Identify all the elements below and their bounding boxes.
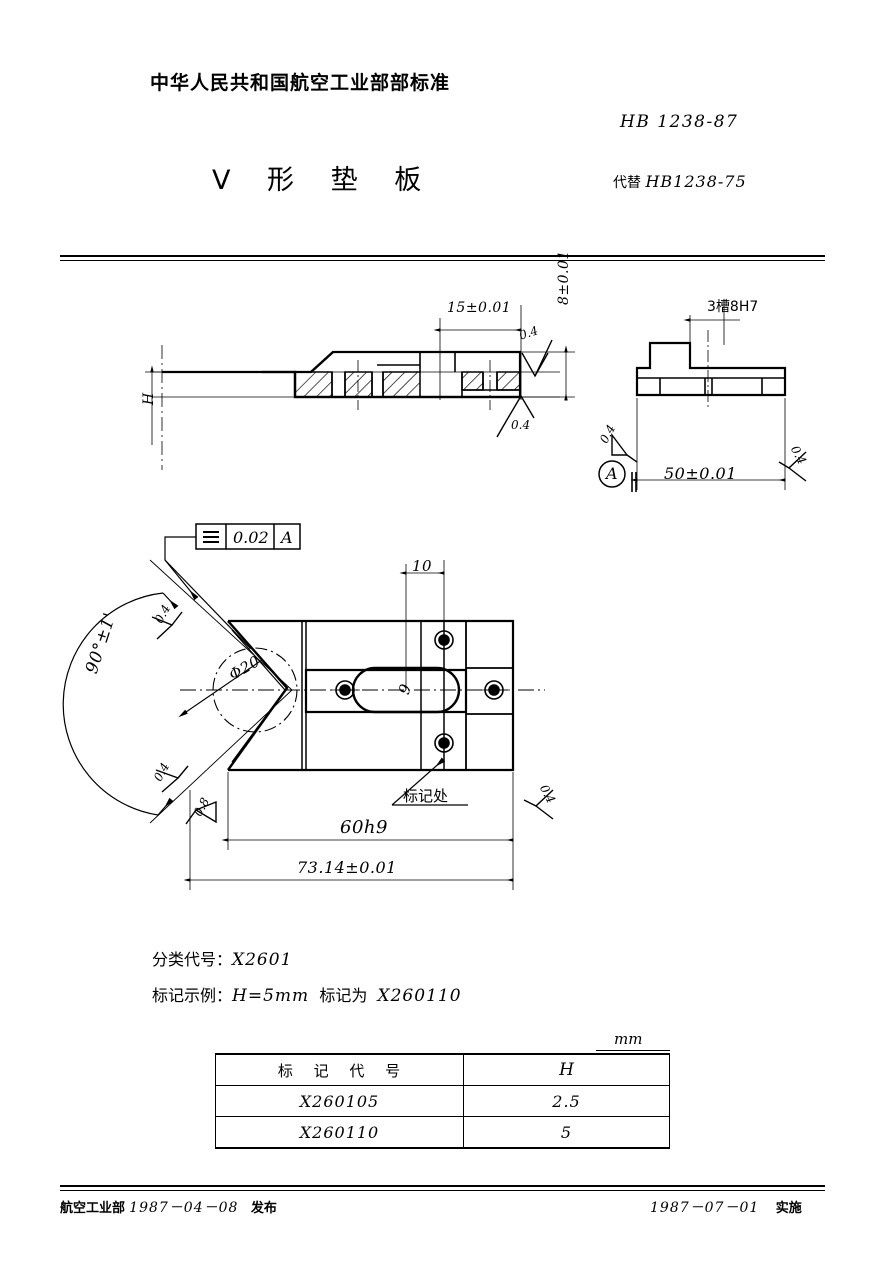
marking-example-mid: 标记为: [319, 986, 368, 1005]
classification-code-label: 分类代号：: [152, 950, 233, 969]
dim-10: 10: [412, 557, 433, 575]
table-cell-h: 2.5: [463, 1085, 670, 1117]
marking-example-value: H=5mm: [232, 986, 310, 1006]
standard-organization-heading: 中华人民共和国航空工业部部标准: [150, 72, 451, 94]
table-row: X260110 5: [215, 1116, 670, 1149]
classification-code-value: X2601: [232, 950, 293, 970]
table-cell-h: 5: [463, 1116, 670, 1149]
footer-effective-block: 1987－07－01 实施: [650, 1197, 802, 1217]
datum-label-a: A: [606, 464, 619, 483]
page-title: V 形 垫 板: [212, 165, 436, 196]
header-divider-rule: [60, 255, 825, 261]
footer-issue-date: 1987－04－08: [129, 1200, 239, 1216]
tolerance-datum: A: [281, 528, 294, 547]
replaces-label: 代替: [613, 175, 641, 191]
footer-effective-word: 实施: [775, 1201, 802, 1216]
dim-front-H: H: [141, 392, 157, 405]
note-marking-location: 标记处: [403, 787, 449, 805]
note-side-slot: 3槽8H7: [707, 299, 759, 315]
marking-example-code: X260110: [377, 986, 462, 1006]
table-unit-rule: [596, 1050, 670, 1051]
roughness-front-bottom: 0.4: [511, 418, 531, 432]
footer-effective-date: 1987－07－01: [650, 1200, 760, 1216]
table-cell-code: X260105: [215, 1085, 464, 1117]
marking-example-label: 标记示例：: [152, 986, 233, 1005]
classification-code-note: 分类代号：X2601: [152, 946, 292, 970]
footer-divider-rule: [60, 1185, 825, 1191]
dim-front-height: 8±0.01: [556, 250, 572, 305]
table-header-row: 标 记 代 号 H: [215, 1053, 670, 1086]
dim-side-width: 50±0.01: [664, 464, 737, 483]
table-header-code: 标 记 代 号: [215, 1053, 464, 1086]
tolerance-value: 0.02: [233, 528, 269, 547]
table-unit-label: mm: [614, 1030, 643, 1048]
table-header-h: H: [463, 1053, 670, 1086]
table-row: X260105 2.5: [215, 1085, 670, 1117]
standard-code: HB 1238-87: [620, 112, 739, 132]
dim-73-14: 73.14±0.01: [297, 858, 397, 877]
dim-60h9: 60h9: [340, 817, 388, 838]
marking-example-note: 标记示例：H=5mm 标记为 X260110: [152, 982, 462, 1006]
footer-issue-block: 航空工业部 1987－04－08 发布: [60, 1197, 277, 1217]
footer-issue-word: 发布: [250, 1201, 277, 1216]
dim-front-width: 15±0.01: [447, 300, 512, 316]
table-cell-code: X260110: [215, 1116, 464, 1149]
footer-issuer: 航空工业部: [60, 1201, 126, 1216]
replaces-note: 代替 HB1238-75: [613, 172, 747, 192]
replaces-code: HB1238-75: [645, 172, 747, 191]
specification-table: 标 记 代 号 H X260105 2.5 X260110 5: [215, 1053, 670, 1149]
